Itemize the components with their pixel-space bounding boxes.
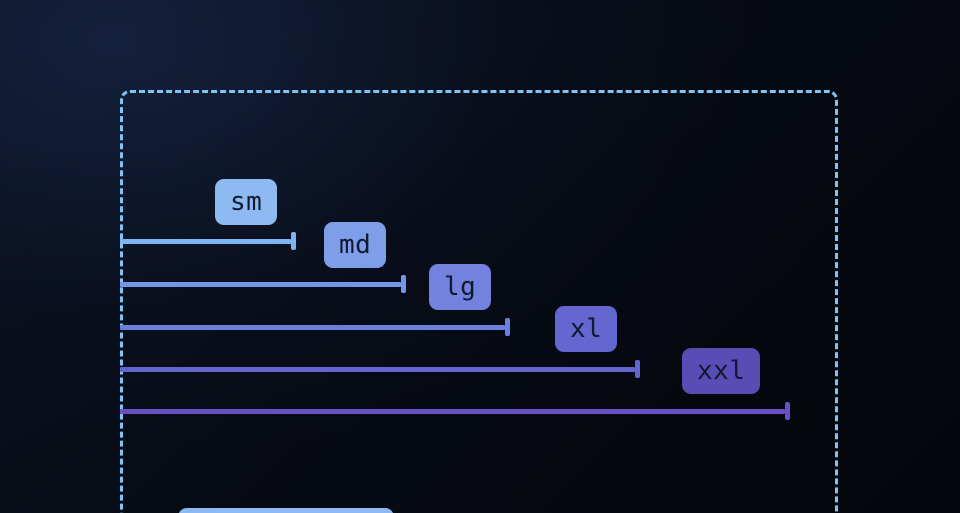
measure-bar-lg [120, 324, 505, 330]
measure-endcap-xl [635, 360, 640, 378]
size-label-sm: sm [215, 179, 278, 225]
measure-line-xl [120, 360, 640, 378]
size-label-md: md [324, 222, 387, 268]
measure-endcap-md [401, 275, 406, 293]
measure-bar-sm [120, 238, 291, 244]
measure-bar-xxl [120, 408, 785, 414]
measure-endcap-lg [505, 318, 510, 336]
measure-endcap-xxl [785, 402, 790, 420]
measure-bar-md [120, 281, 401, 287]
measure-line-lg [120, 318, 510, 336]
size-label-lg: lg [429, 264, 492, 310]
size-label-xxl: xxl [682, 348, 761, 394]
measure-endcap-sm [291, 232, 296, 250]
measure-line-md [120, 275, 406, 293]
measure-bar-xl [120, 366, 635, 372]
bottom-partial-chip [178, 508, 394, 513]
measure-line-sm [120, 232, 296, 250]
measure-line-xxl [120, 402, 790, 420]
dashed-frame [120, 90, 838, 513]
size-label-xl: xl [555, 306, 618, 352]
